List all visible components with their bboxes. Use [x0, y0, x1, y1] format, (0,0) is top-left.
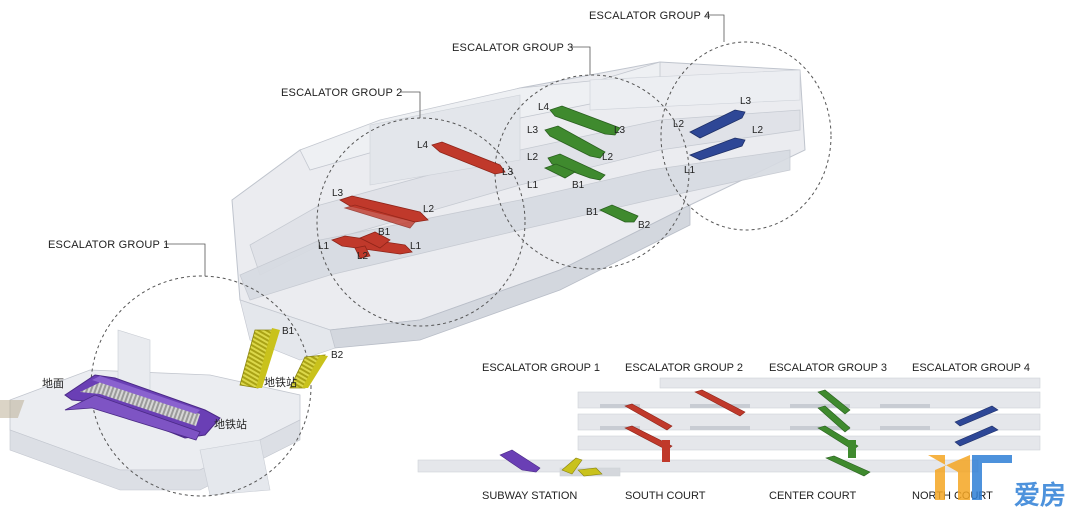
g3-l1: L1 [527, 180, 539, 191]
g2-l2b: L2 [357, 251, 369, 262]
section-footer-2: SOUTH COURT [625, 490, 706, 502]
section-south-escalator-a [694, 389, 746, 417]
ground-label: 地面 [42, 377, 64, 390]
green-escalator-l3-l2 [544, 125, 606, 159]
section-center-escalator-d [825, 455, 871, 477]
section-center-escalator-a [817, 389, 851, 415]
section-footer-3: CENTER COURT [769, 490, 856, 502]
g3-l3b: L3 [614, 125, 626, 136]
logo-text: 爱房 [1014, 481, 1066, 511]
section-subway-yellow [561, 457, 583, 475]
group2-circle [316, 117, 526, 327]
red-escalator-l1-l2 [359, 231, 391, 249]
leader-lines [165, 14, 725, 276]
g3-l2b: L2 [602, 152, 614, 163]
section-footer-1: SUBWAY STATION [482, 490, 577, 502]
blue-escalator-l1-l2 [689, 137, 746, 161]
subway-label-a: 地铁站 [264, 375, 297, 389]
g4-l1: L1 [684, 165, 696, 176]
red-escalator-l4-l3 [431, 141, 506, 175]
g4-l3: L3 [740, 96, 752, 107]
section-header-2: ESCALATOR GROUP 2 [625, 362, 743, 374]
group2-escalators [331, 141, 506, 259]
group1-escalators [0, 328, 328, 441]
group3-title: ESCALATOR GROUP 3 [452, 42, 573, 54]
g3-b2: B2 [638, 220, 651, 231]
section-center-escalator-b [817, 405, 851, 433]
group4-escalators [689, 109, 746, 161]
group1-circle [90, 275, 312, 497]
group3-escalators [543, 105, 639, 223]
g1-b1-label: B1 [282, 326, 295, 337]
group3-circle [494, 74, 690, 270]
section-escalators [499, 389, 999, 477]
section-header-4: ESCALATOR GROUP 4 [912, 362, 1030, 374]
green-escalator-l2-l1 [547, 153, 606, 181]
red-escalator-b1-l1 [331, 235, 413, 255]
red-escalator-l3-l2 [339, 195, 429, 223]
subway-label-b: 地铁站 [214, 417, 247, 431]
g1-b2-label: B2 [331, 350, 344, 361]
g4-l2a: L2 [673, 119, 685, 130]
g2-l3a: L3 [502, 167, 514, 178]
group1-title: ESCALATOR GROUP 1 [48, 239, 169, 251]
g2-l2: L2 [423, 204, 435, 215]
logo-house-icon [928, 455, 970, 500]
g3-l3a: L3 [527, 125, 539, 136]
green-escalator-b1-b2 [599, 204, 639, 223]
section-subway-escalator [499, 449, 541, 473]
building-massing [9, 61, 806, 496]
group-circles [90, 41, 832, 497]
g2-l3b: L3 [332, 188, 344, 199]
g3-b1a: B1 [572, 180, 585, 191]
group2-title: ESCALATOR GROUP 2 [281, 87, 402, 99]
green-escalator-l4-l3 [549, 105, 621, 136]
g4-l2b: L2 [752, 125, 764, 136]
blue-escalator-l2-l3 [689, 109, 746, 139]
group4-title: ESCALATOR GROUP 4 [589, 10, 710, 22]
g3-l4: L4 [538, 102, 550, 113]
g2-b1: B1 [378, 227, 391, 238]
watermark-logo: 爱房 [928, 455, 1066, 511]
g2-l1a: L1 [318, 241, 330, 252]
g3-l2a: L2 [527, 152, 539, 163]
g3-b1b: B1 [586, 207, 599, 218]
section-header-1: ESCALATOR GROUP 1 [482, 362, 600, 374]
g2-l1b: L1 [410, 241, 422, 252]
section-diagram: ESCALATOR GROUP 1 ESCALATOR GROUP 2 ESCA… [417, 362, 1041, 502]
section-north-escalator-b [954, 425, 999, 447]
section-north-escalator-a [954, 405, 999, 427]
section-south-escalator-b [624, 403, 673, 431]
g2-l4: L4 [417, 140, 429, 151]
group4-circle [660, 41, 832, 231]
section-header-3: ESCALATOR GROUP 3 [769, 362, 887, 374]
section-south-escalator-c [624, 425, 673, 451]
